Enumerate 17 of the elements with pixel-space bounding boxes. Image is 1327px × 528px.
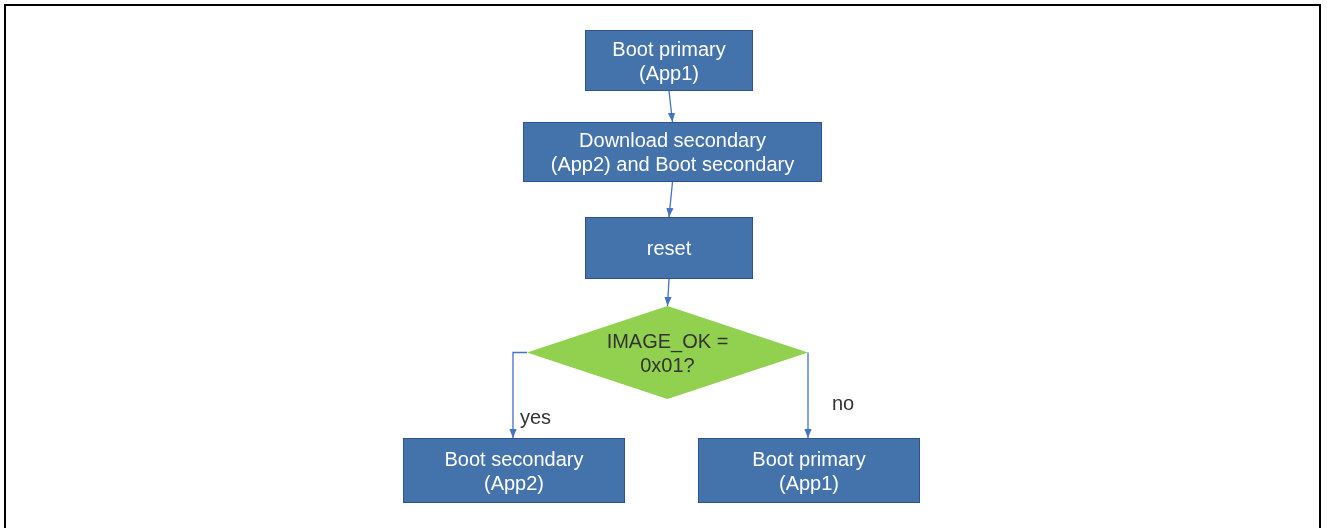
node-text: Boot primary (App1) <box>751 446 867 495</box>
arrow <box>667 90 676 123</box>
arrow <box>509 351 528 439</box>
node-text: Download secondary (App2) and Boot secondary <box>549 128 796 176</box>
process-box <box>585 30 753 91</box>
arrow <box>666 181 674 218</box>
process-box <box>403 438 625 503</box>
process-box <box>523 122 822 182</box>
node-text: IMAGE_OK = 0x01? <box>605 328 730 377</box>
node-text: reset <box>646 236 692 260</box>
node-text: Boot secondary (App2) <box>443 446 585 495</box>
node-text: Boot primary (App1) <box>611 36 727 85</box>
process-box <box>585 217 753 279</box>
decision-diamond <box>527 306 808 399</box>
arrow <box>804 351 812 439</box>
arrow <box>664 278 672 307</box>
process-box <box>698 438 920 503</box>
